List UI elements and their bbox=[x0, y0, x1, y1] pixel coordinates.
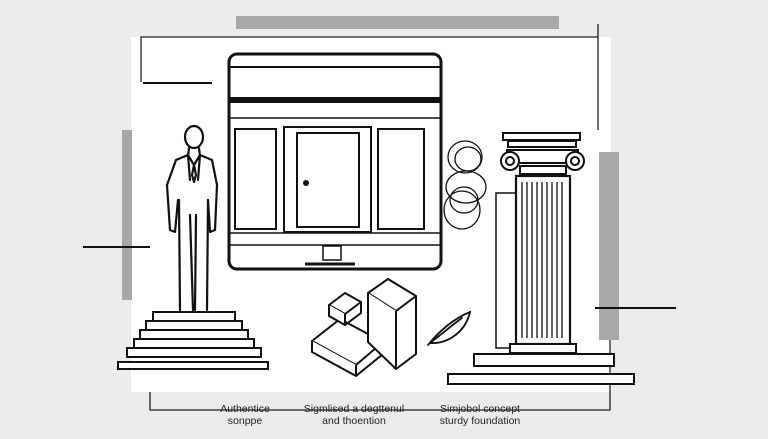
leaf-icon bbox=[427, 310, 472, 346]
column-icon bbox=[447, 132, 635, 385]
stairs-icon bbox=[117, 311, 269, 370]
blocks-icon bbox=[311, 278, 417, 377]
door-icon bbox=[283, 126, 372, 233]
scribble-icon bbox=[443, 140, 487, 230]
caption-signalised: Sigmlised a degttenul and thoention bbox=[298, 403, 410, 427]
caption-symbol-concept: Simjobol concept sturdy foundation bbox=[425, 403, 535, 427]
monitor-icon bbox=[227, 52, 443, 271]
caption-symbol-concept-line2: sturdy foundation bbox=[439, 415, 521, 427]
caption-authentic-line1: Authentice bbox=[220, 403, 270, 415]
caption-symbol-concept-line1: Simjobol concept bbox=[440, 403, 520, 415]
businessman-icon bbox=[165, 124, 219, 312]
gray-accent-bars bbox=[122, 16, 619, 340]
accent-lines bbox=[83, 82, 676, 309]
caption-authentic: Authentice sonppe bbox=[200, 403, 290, 427]
caption-authentic-line2: sonppe bbox=[227, 415, 263, 427]
caption-signalised-line2: and thoention bbox=[322, 415, 386, 427]
caption-signalised-line1: Sigmlised a degttenul bbox=[303, 403, 405, 415]
